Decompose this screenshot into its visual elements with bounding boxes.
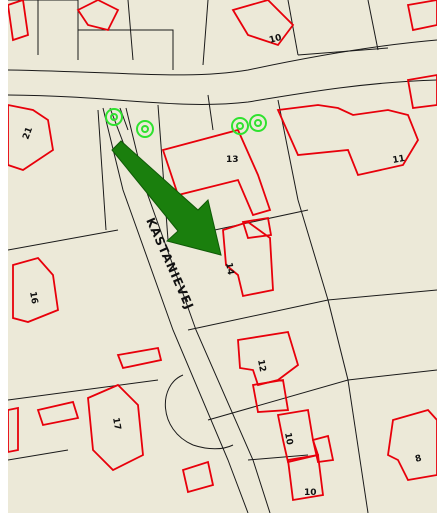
- tree-icon: [136, 120, 154, 138]
- house-number: 10: [282, 432, 294, 446]
- cadastral-map: 10 21 13 11 14 16 12 17 10 8 10 KASTANIE…: [8, 0, 437, 513]
- building-16: [12, 256, 59, 323]
- building: [116, 346, 163, 370]
- house-number: 13: [226, 155, 239, 165]
- house-number: 17: [110, 417, 122, 431]
- tree-icon: [105, 108, 123, 126]
- building: [311, 434, 335, 464]
- tree-icon: [231, 117, 249, 135]
- building-10-bottom: [286, 453, 325, 502]
- building-8: [387, 408, 437, 482]
- building-14: [222, 221, 274, 298]
- building: [406, 0, 437, 32]
- map-background: [8, 0, 437, 513]
- building: [406, 74, 437, 109]
- building-11: [276, 104, 420, 177]
- house-number-labels: 10 21 13 11 14 16 12 17 10 8 10: [21, 33, 422, 498]
- house-number: 14: [223, 262, 235, 276]
- building: [251, 378, 290, 413]
- house-number: 10: [304, 488, 317, 498]
- map-viewport[interactable]: 10 21 13 11 14 16 12 17 10 8 10 KASTANIE…: [8, 0, 437, 513]
- building-10-top: [231, 0, 295, 47]
- house-number: 11: [392, 154, 406, 166]
- house-number: 21: [21, 126, 35, 141]
- building: [36, 400, 80, 427]
- building: [181, 460, 215, 494]
- tree-symbols: [105, 108, 267, 138]
- building: [76, 0, 120, 32]
- building-21: [8, 104, 54, 171]
- buildings: [8, 0, 437, 502]
- house-number: 8: [414, 454, 423, 465]
- building-17: [87, 383, 144, 472]
- building: [241, 216, 273, 239]
- building: [8, 0, 29, 42]
- house-number: 16: [27, 291, 39, 305]
- building: [8, 406, 19, 453]
- arrow-pointer-icon: [111, 140, 222, 256]
- house-number: 12: [255, 359, 267, 373]
- tree-icon: [249, 114, 267, 132]
- house-number: 10: [268, 33, 283, 46]
- building-13: [161, 128, 272, 217]
